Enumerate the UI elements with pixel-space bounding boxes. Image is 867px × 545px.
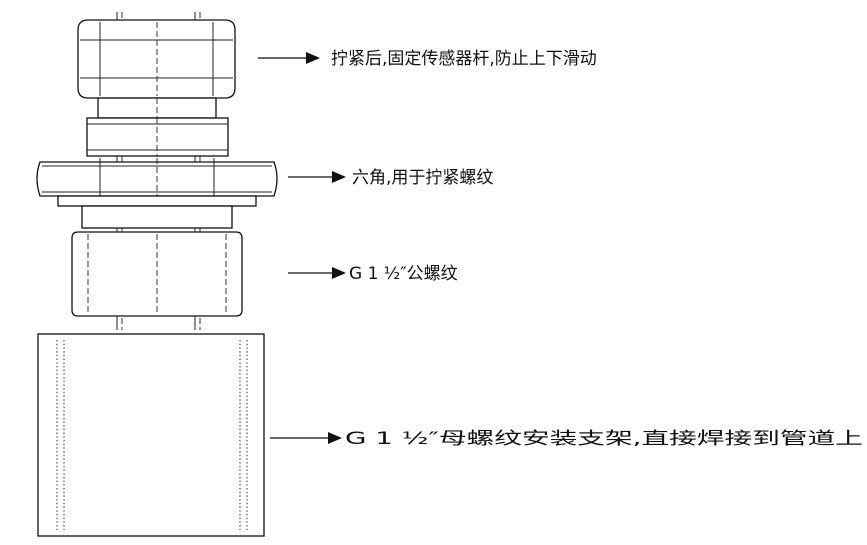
callout-nut-label: 拧紧后,固定传感器杆,防止上下滑动	[331, 49, 597, 69]
weld-bracket	[37, 333, 265, 537]
hex-section	[36, 158, 278, 207]
callout-bracket: G 1 ½″母螺纹安装支架,直接焊接到管道上	[270, 429, 863, 449]
fitting-neck	[97, 97, 217, 119]
thread-neck	[81, 205, 233, 229]
arrow-head-icon	[328, 432, 342, 444]
fitting-body-upper	[86, 117, 229, 157]
callout-hex: 六角,用于拧紧螺纹	[288, 168, 493, 188]
callout-hex-label: 六角,用于拧紧螺纹	[352, 168, 493, 188]
arrow-head-icon	[332, 267, 346, 279]
compression-nut	[77, 19, 236, 99]
arrow-head-icon	[306, 52, 320, 64]
male-thread	[71, 231, 243, 317]
callout-bracket-label: G 1 ½″母螺纹安装支架,直接焊接到管道上	[345, 429, 863, 449]
arrow-head-icon	[332, 171, 346, 183]
callout-male-thread-label: G 1 ½″公螺纹	[349, 264, 458, 284]
callout-male-thread: G 1 ½″公螺纹	[288, 264, 458, 284]
callout-nut: 拧紧后,固定传感器杆,防止上下滑动	[258, 49, 597, 69]
